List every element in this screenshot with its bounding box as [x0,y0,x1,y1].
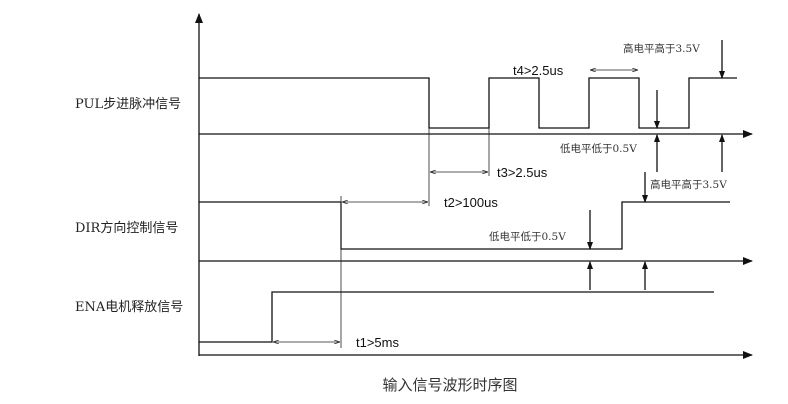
dir-signal-label: DIR方向控制信号 [75,220,178,236]
t3-label: t3>2.5us [497,165,548,180]
dir-waveform [199,201,730,250]
t2-label: t2>100us [444,195,498,210]
ena-waveform [199,291,714,343]
pul-low-level-note: 低电平低于0.5V [560,142,637,155]
ena-signal-label: ENA电机释放信号 [75,300,183,315]
pul-signal-label: PUL步进脉冲信号 [75,97,181,112]
t1-label: t1>5ms [356,335,399,350]
dir-low-level-note: 低电平低于0.5V [489,230,566,243]
pul-waveform [199,77,737,129]
pul-high-level-note: 高电平高于3.5V [623,42,700,55]
dir-high-level-note: 高电平高于3.5V [650,178,727,191]
figure-caption: 输入信号波形时序图 [382,376,517,394]
t4-label: t4>2.5us [513,63,564,78]
